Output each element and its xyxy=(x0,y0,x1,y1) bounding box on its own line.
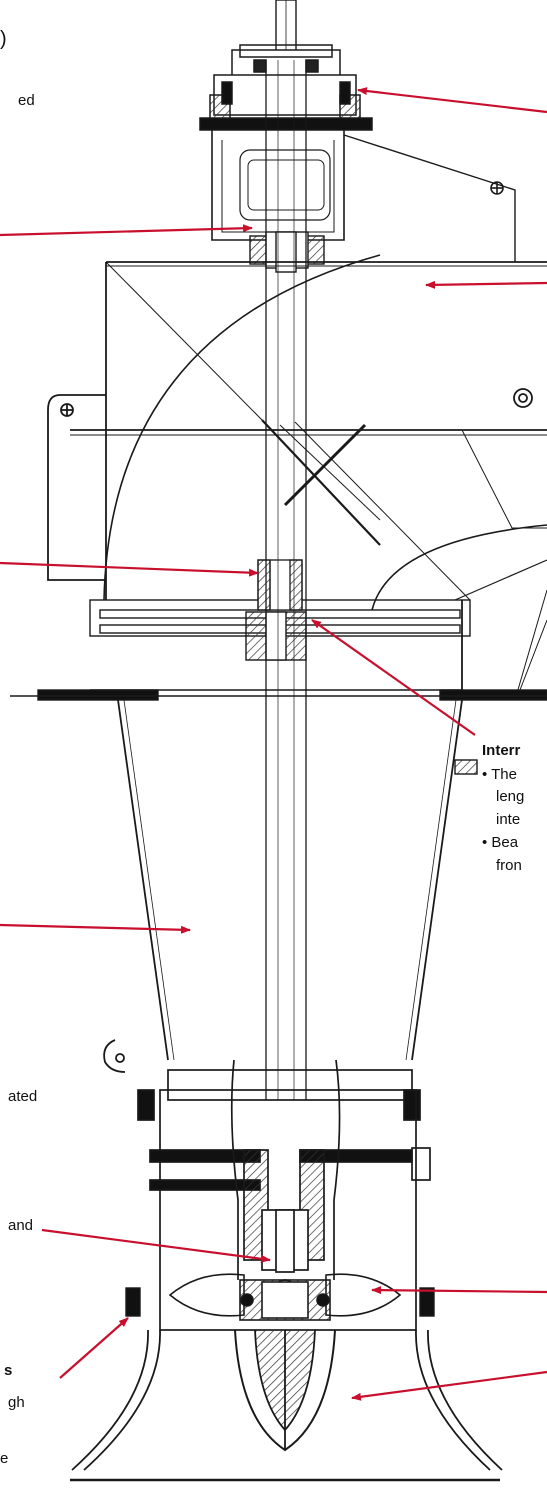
arrow-thrust-bearing xyxy=(357,87,547,114)
discharge-head xyxy=(47,254,547,701)
line-shaft xyxy=(265,60,307,1100)
left-fragment-3: and xyxy=(8,1217,34,1234)
bowl-assembly xyxy=(137,1059,431,1331)
top-left-fragment: ) xyxy=(0,28,7,50)
left-fragment-5: gh xyxy=(8,1394,25,1411)
left-fragment-2: ated xyxy=(8,1088,38,1105)
thrust-bearing-assembly xyxy=(199,44,373,131)
left-fragment-1: ed xyxy=(18,92,35,109)
arrow-intermediate-coupling xyxy=(0,561,259,577)
bearing-housing xyxy=(211,130,516,262)
impeller xyxy=(168,1273,402,1321)
right-line-5: fron xyxy=(496,857,522,874)
arrow-upper-coupling xyxy=(0,224,253,237)
arrow-column-pipe xyxy=(0,923,191,934)
arrow-intermediate-bearing xyxy=(311,619,476,736)
left-fragment-4: s xyxy=(4,1362,13,1379)
bell-flange-bolts xyxy=(125,1287,435,1317)
column-pipe xyxy=(103,699,463,1073)
left-fragment-6: e xyxy=(0,1450,9,1467)
arrow-impeller xyxy=(371,1286,547,1295)
callout-arrows xyxy=(0,87,547,1401)
arrow-suction-bell xyxy=(351,1370,547,1401)
right-heading: Interr xyxy=(482,742,521,759)
suction-bell xyxy=(70,1329,503,1482)
arrow-discharge-head xyxy=(425,280,547,289)
right-line-1: • The xyxy=(482,766,517,783)
right-line-2: leng xyxy=(496,788,525,805)
arrow-bowl-bearing xyxy=(41,1228,271,1263)
discharge-flange xyxy=(10,599,547,775)
intermediate-coupling xyxy=(257,559,303,611)
right-line-3: inte xyxy=(496,811,521,828)
right-line-4: • Bea xyxy=(482,834,519,851)
arrow-bell-bolts xyxy=(59,1317,129,1379)
